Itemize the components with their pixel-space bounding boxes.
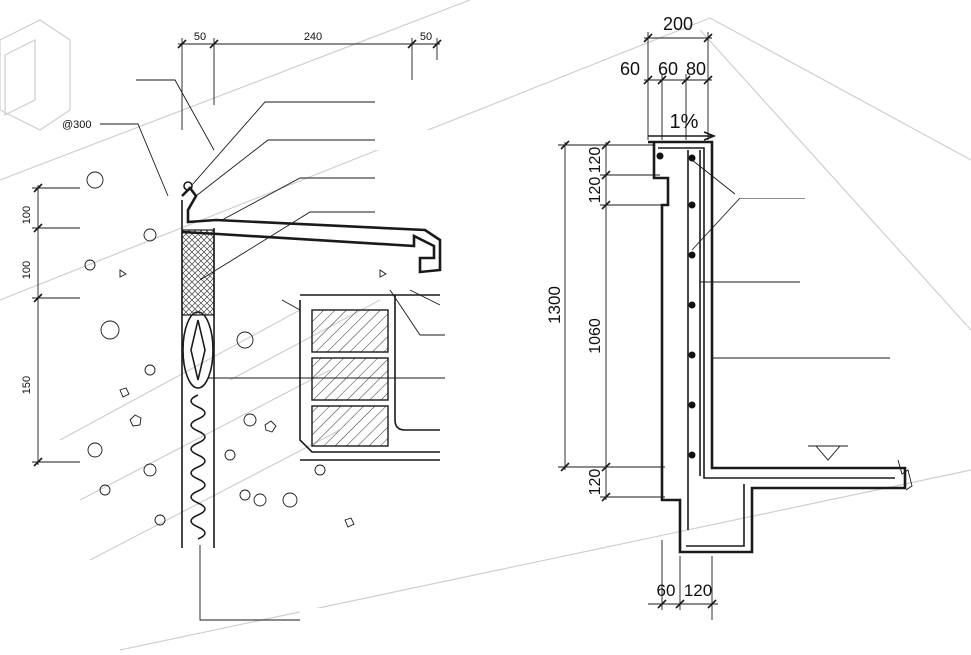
rebar-dots [656, 152, 696, 459]
window-frame [299, 294, 440, 461]
anchor-diamond [190, 319, 206, 381]
glazing-block-2 [311, 357, 389, 401]
dim-60-outer: 60 [620, 59, 640, 79]
dim-60-bottom: 60 [657, 581, 676, 600]
dim-50-left: 50 [194, 31, 206, 43]
right-top-dimension: 200 60 60 80 1% [620, 14, 717, 141]
left-top-dimension: 50 240 50 [177, 31, 442, 130]
glazing-block-1 [311, 309, 389, 353]
sill-flashing [181, 186, 442, 274]
backer-rod-wave [190, 394, 206, 540]
spacing-note: @300 [62, 119, 92, 131]
dim-240: 240 [304, 31, 322, 43]
fastener [183, 181, 193, 191]
anchor-oval [182, 311, 214, 389]
concrete-aggregate [84, 171, 387, 528]
dim-200: 200 [663, 14, 693, 34]
glazing-block-3 [311, 405, 389, 447]
dim-150: 150 [21, 376, 33, 394]
slab-break [897, 459, 913, 491]
right-bottom-dimension: 60 120 [648, 540, 718, 620]
spacing-leader [100, 123, 169, 197]
frame-bevels [281, 289, 441, 311]
dim-60-inner: 60 [658, 59, 678, 79]
dim-120-second: 120 [587, 177, 604, 204]
insulation-strip [181, 229, 215, 316]
dim-50-right: 50 [420, 31, 432, 43]
left-side-dimension: 100 100 150 [21, 183, 80, 467]
dim-1060: 1060 [587, 318, 604, 354]
dim-100-mid: 100 [21, 261, 33, 279]
left-section-detail: 50 240 50 100 100 150 @300 [21, 31, 540, 628]
dim-1300: 1300 [545, 286, 564, 324]
reinforcement-bar [658, 147, 895, 547]
level-marker [808, 445, 848, 461]
right-section-detail: 200 60 60 80 1% 1300 120 120 10 [545, 14, 967, 620]
dim-80: 80 [686, 59, 706, 79]
parapet-outline [648, 140, 907, 554]
left-leaders [132, 79, 445, 621]
slope-label: 1% [670, 111, 699, 133]
slope-arrow [648, 131, 717, 141]
dim-120-base: 120 [684, 581, 712, 600]
dim-100-top: 100 [21, 206, 33, 224]
dim-120-bottom: 120 [587, 469, 604, 496]
right-side-dimension: 1300 120 120 1060 120 [545, 140, 665, 502]
dim-120-top: 120 [587, 147, 604, 174]
